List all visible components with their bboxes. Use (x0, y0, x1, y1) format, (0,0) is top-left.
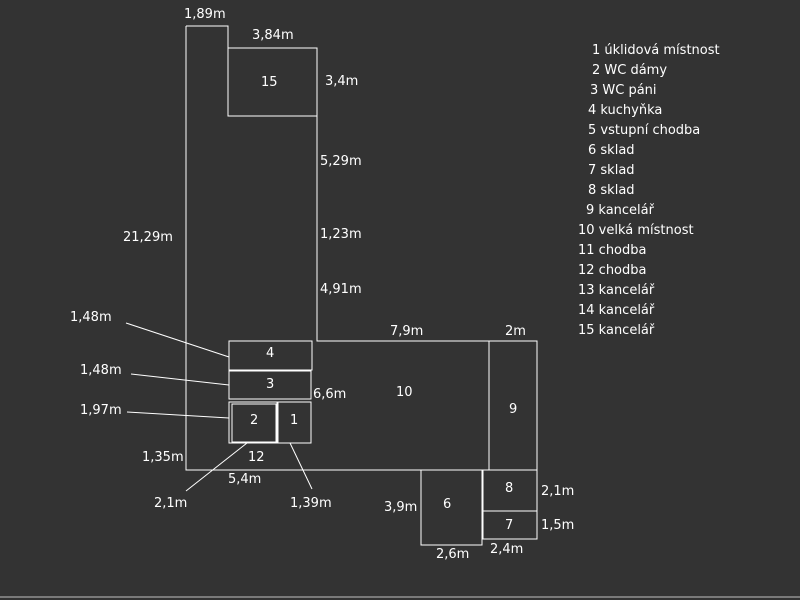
dim-2-1m-left: 2,1m (154, 496, 188, 511)
room-6-label: 6 (443, 497, 452, 512)
room-2-inner-outline (231, 403, 277, 443)
dim-3-4m: 3,4m (325, 74, 359, 89)
dim-1-89m: 1,89m (184, 7, 226, 22)
legend-item: 9 kancelář (586, 203, 654, 218)
leader-line-1-39m (289, 442, 313, 490)
legend-item: 1 úklidová místnost (592, 43, 720, 58)
bottom-edge-line (0, 596, 800, 598)
leader-line-room-3 (130, 373, 230, 386)
room-8-label: 8 (505, 481, 514, 496)
room-4-outline (228, 340, 313, 371)
room-1-outline (277, 401, 312, 444)
dim-2-6m: 2,6m (436, 547, 470, 562)
leader-line-2-1m (185, 442, 248, 492)
dim-4-91m: 4,91m (320, 282, 362, 297)
legend-item: 2 WC dámy (592, 63, 668, 78)
dim-1-48m-lower: 1,48m (80, 363, 122, 378)
legend-item: 15 kancelář (578, 323, 655, 338)
room-2-outline (228, 401, 278, 444)
room-1-label: 1 (290, 413, 299, 428)
legend-item: 10 velká místnost (578, 223, 694, 238)
room-15-label: 15 (261, 75, 278, 90)
room-3-label: 3 (266, 377, 275, 392)
leader-line-room-4 (125, 322, 230, 358)
leader-line-room-2 (126, 411, 230, 419)
dim-1-97m: 1,97m (80, 403, 122, 418)
dim-1-39m: 1,39m (290, 496, 332, 511)
legend-item: 5 vstupní chodba (588, 123, 701, 138)
legend-item: 13 kancelář (578, 283, 655, 298)
room-legend: 1 úklidová místnost 2 WC dámy 3 WC páni … (578, 44, 720, 344)
room-7-outline (482, 510, 538, 540)
room-6-outline (420, 469, 483, 546)
dim-3-9m: 3,9m (384, 500, 418, 515)
dim-2-4m: 2,4m (490, 542, 524, 557)
legend-item: 12 chodba (578, 263, 647, 278)
dim-2m: 2m (505, 324, 526, 339)
dim-2-1m-right: 2,1m (541, 484, 575, 499)
dim-21-29m: 21,29m (123, 230, 173, 245)
room-7-label: 7 (505, 518, 514, 533)
dim-1-35m: 1,35m (142, 450, 184, 465)
legend-item: 14 kancelář (578, 303, 655, 318)
dim-7-9m: 7,9m (390, 324, 424, 339)
dim-1-48m-upper: 1,48m (70, 310, 112, 325)
dim-6-6m: 6,6m (313, 387, 347, 402)
room-12-label: 12 (248, 450, 265, 465)
dim-3-84m: 3,84m (252, 28, 294, 43)
legend-item: 11 chodba (578, 243, 647, 258)
room-10-label: 10 (396, 385, 413, 400)
dim-5-4m: 5,4m (228, 472, 262, 487)
dim-1-23m: 1,23m (320, 227, 362, 242)
room-15-outline (227, 47, 318, 117)
legend-item: 3 WC páni (590, 83, 657, 98)
room-9-label: 9 (509, 402, 518, 417)
room-4-label: 4 (266, 346, 275, 361)
room-2-label: 2 (250, 413, 259, 428)
legend-item: 7 sklad (588, 163, 635, 178)
legend-item: 6 sklad (588, 143, 635, 158)
legend-item: 8 sklad (588, 183, 635, 198)
dim-5-29m: 5,29m (320, 154, 362, 169)
dim-1-5m: 1,5m (541, 518, 575, 533)
legend-item: 4 kuchyňka (588, 103, 663, 118)
building-outline (185, 25, 538, 471)
